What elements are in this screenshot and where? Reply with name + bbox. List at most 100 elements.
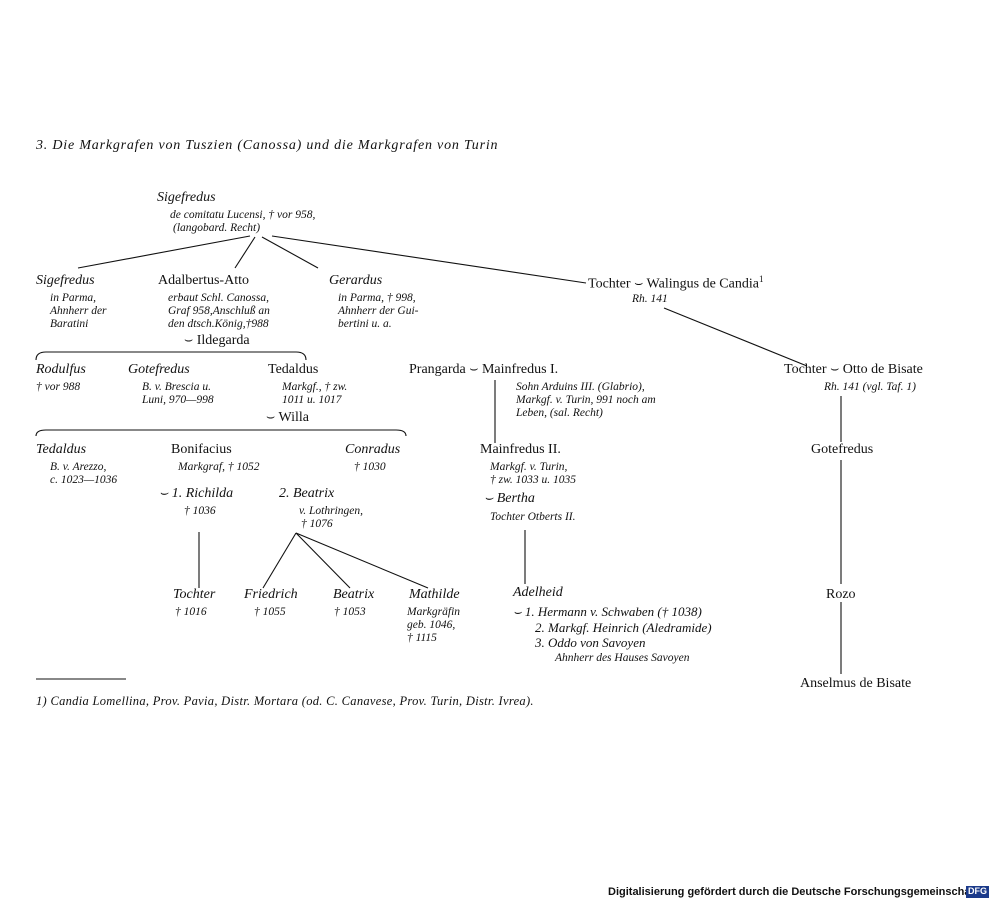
person-tochter-walingus: Tochter ⌣ Walingus de Candia1 [588,275,763,292]
person-note: † vor 988 [36,381,81,393]
person-name-anselmus: Anselmus de Bisate [800,676,912,691]
person-name-rozo: Rozo [826,587,856,602]
spouse-name: Bertha [496,491,535,506]
marriage-symbol: ⌣ [266,410,276,425]
person-note: Tochter Otberts II. [490,511,576,523]
person-note: Markgf., † zw. 1011 u. 1017 [282,381,347,407]
spouse-name: Willa [278,410,310,425]
marriage-symbol: ⌣ [830,362,840,377]
person-note: B. v. Arezzo, c. 1023—1036 [50,461,117,487]
note-line: Luni, 970—998 [142,394,214,407]
line-root-adalbertus [234,236,256,269]
marriage-symbol: ⌣ [184,333,194,348]
spouse-beatrix: 2. Beatrix [279,486,335,501]
person-note: v. Lothringen, † 1076 [299,505,363,531]
person-note: in Parma, Ahnherr der Baratini [50,292,107,332]
marriage-symbol: ⌣ [484,491,494,506]
note-line: bertini u. a. [338,318,392,331]
note-line: Markgf., † zw. [282,381,348,393]
person-name-tedaldus-arezzo: Tedaldus [36,442,87,457]
page-title: 3. Die Markgrafen von Tuszien (Canossa) … [36,138,499,153]
note-line: Ahnherr der Gui- [338,305,419,318]
note-line: B. v. Arezzo, [50,461,107,473]
person-name-mathilde: Mathilde [409,587,460,602]
person-name-gotefredus-bisate: Gotefredus [811,442,874,457]
note-line: de comitatu Lucensi, † vor 958, [170,209,316,221]
person-prangarda: Prangarda ⌣ Mainfredus I. [409,363,558,377]
spouse-richilda: ⌣ 1. Richilda [159,487,233,501]
person-name-friedrich: Friedrich [244,587,298,602]
note-line: Leben, (sal. Recht) [516,407,603,420]
person-note: de comitatu Lucensi, † vor 958, (langoba… [170,209,315,235]
person-note: † 1055 [254,606,286,618]
person-note: B. v. Brescia u. Luni, 970—998 [142,381,214,407]
note-line: c. 1023—1036 [50,474,118,487]
brace-adalbertus-children [35,351,307,361]
person-note: † 1016 [175,606,207,618]
person-note: Markgraf, † 1052 [178,461,260,473]
marriage-text: 1. Hermann v. Schwaben († 1038) [524,604,702,619]
person-name-gotefredus-brescia: Gotefredus [128,362,190,377]
note-line: den dtsch.König,†988 [168,318,269,331]
person-note: in Parma, † 998, Ahnherr der Gui- bertin… [338,292,419,332]
person-tochter-otto: Tochter ⌣ Otto de Bisate [784,363,923,377]
person-name-sigefredus-parma: Sigefredus [36,273,95,288]
note-line: Markgf. v. Turin, 991 noch am [516,394,656,407]
footnote-mark: 1 [758,274,764,284]
note-line: v. Lothringen, [299,505,363,517]
note-line: Markgf. v. Turin, [490,461,568,473]
person-note: Rh. 141 [632,293,668,305]
person-note: Markgf. v. Turin, † zw. 1033 u. 1035 [490,461,576,487]
dfg-credit: Digitalisierung gefördert durch die Deut… [608,886,985,898]
marriage-line: ⌣ 1. Hermann v. Schwaben († 1038) [513,604,712,620]
spouse-ildegarda: ⌣ Ildegarda [184,334,250,348]
person-name-beatrix-jr: Beatrix [333,587,375,602]
spouse-willa: ⌣ Willa [266,411,309,425]
person-note: Ahnherr des Hauses Savoyen [555,652,690,664]
person-name-adalbertus: Adalbertus-Atto [158,273,249,288]
dfg-logo-icon: DFG [966,886,989,898]
marriage-symbol: ⌣ [634,276,644,292]
person-name-adelheid: Adelheid [513,585,563,600]
line-root-sigefredus [77,235,251,269]
person-name-bonifacius: Bonifacius [171,442,232,457]
note-line: 1011 u. 1017 [282,394,342,407]
spouse-bertha: ⌣ Bertha [484,492,535,506]
note-line: in Parma, [50,292,96,304]
person-name-tochter-bonifacius: Tochter [173,587,216,602]
adelheid-marriages: ⌣ 1. Hermann v. Schwaben († 1038) 2. Mar… [513,604,712,651]
line-walingus-otto [663,307,808,367]
note-line: Markgräfin [407,606,461,618]
person-note: † 1036 [184,505,216,517]
person-note: Rh. 141 (vgl. Taf. 1) [824,381,916,393]
line-root-gerardus [261,236,319,269]
marriage-symbol: ⌣ [159,486,169,501]
person-note: † 1030 [354,461,386,473]
line-beatrix-beatrix [295,532,351,589]
person-note: erbaut Schl. Canossa, Graf 958,Anschluß … [168,292,270,332]
note-line: B. v. Brescia u. [142,381,211,393]
marriage-text: 2. Markgf. Heinrich (Aledramide) [535,619,712,635]
person-name: Prangarda [409,362,466,377]
note-line: erbaut Schl. Canossa, [168,292,269,304]
person-name: Tochter [784,362,827,377]
person-name-sigefredus-root: Sigefredus [157,190,216,205]
note-line: † zw. 1033 u. 1035 [490,474,577,487]
line-beatrix-mathilde [295,532,429,589]
person-name-mainfredus-ii: Mainfredus II. [480,442,561,457]
person-name-gerardus: Gerardus [329,273,383,288]
note-line: (langobard. Recht) [173,222,261,235]
marriage-text: 3. Oddo von Savoyen [535,635,646,651]
note-line: geb. 1046, [407,619,456,632]
note-line: Graf 958,Anschluß an [168,305,270,318]
marriage-symbol: ⌣ [513,604,522,619]
note-line: in Parma, † 998, [338,292,416,304]
person-note: Sohn Arduins III. (Glabrio), Markgf. v. … [516,381,656,421]
person-note: † 1053 [334,606,366,618]
spouse-name: 1. Richilda [171,486,234,501]
footnote: 1) Candia Lomellina, Prov. Pavia, Distr.… [36,694,534,708]
spouse-name: Mainfredus I. [481,362,559,377]
person-note: Markgräfin geb. 1046, † 1115 [407,606,460,646]
